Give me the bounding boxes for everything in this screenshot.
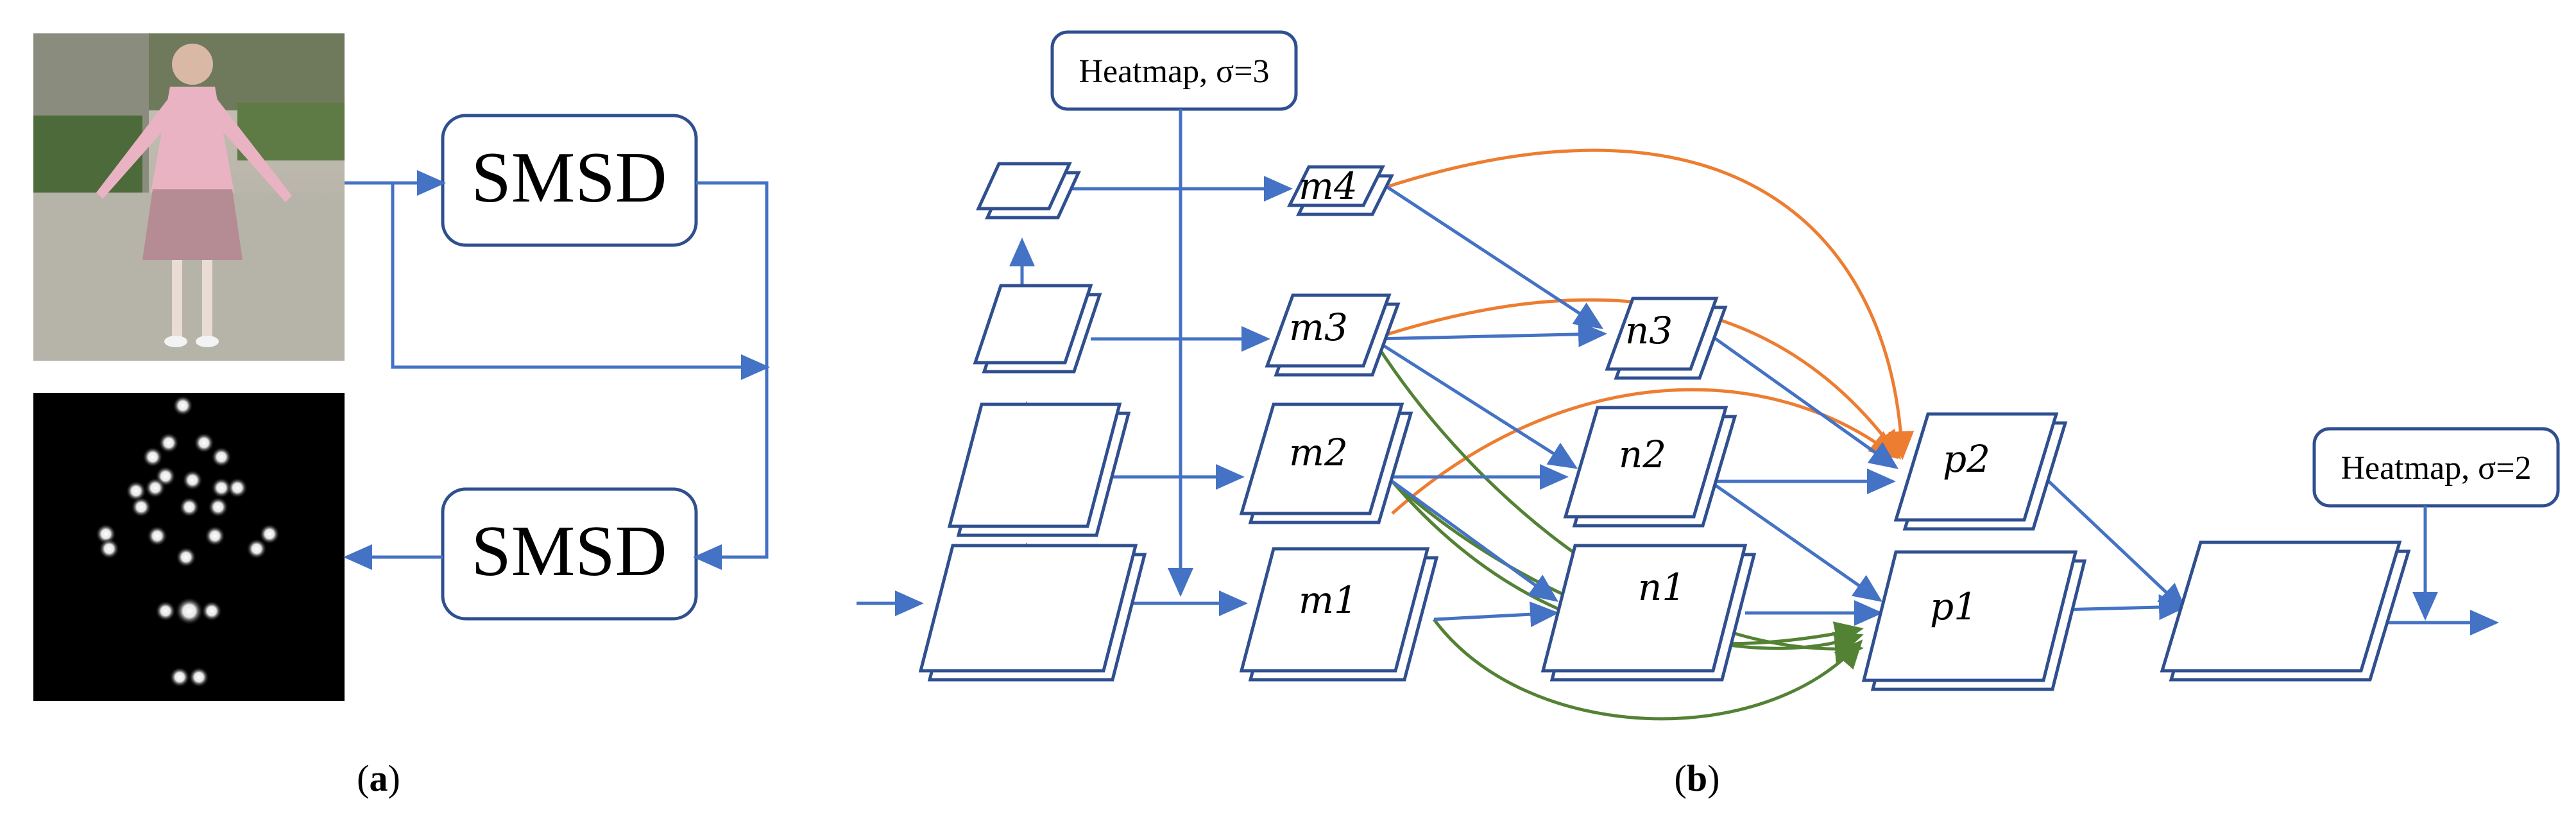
label-p2: p2 [1943, 437, 1990, 481]
heatmap-dot [194, 433, 214, 453]
smsd-block-top: SMSD [441, 114, 698, 247]
map-n2 [1563, 406, 1737, 528]
map-p1-front-layer [1861, 550, 2078, 682]
label-m3: m3 [1289, 306, 1348, 349]
label-n3: n3 [1625, 309, 1673, 352]
map-n1-front-layer [1540, 544, 1748, 673]
map-m2-front-layer [1239, 402, 1404, 515]
heatmap-dot [175, 597, 203, 625]
keypoint-heatmap [33, 393, 345, 701]
map-p2-front-layer [1893, 412, 2059, 522]
heatmap-dot [99, 539, 119, 559]
heatmap-dot [259, 524, 280, 544]
heatmap-sigma3-label: Heatmap, σ=3 [1079, 53, 1269, 90]
smsd-bottom-label: SMSD [471, 512, 667, 591]
heatmap-dot [131, 497, 151, 517]
map-enc4 [976, 162, 1081, 220]
panel-b: Heatmap, σ=3 Heatmap, σ=2 [857, 30, 2560, 799]
map-p1 [1861, 550, 2087, 691]
heatmap-dot [173, 395, 193, 416]
heatmap-sigma2-box: Heatmap, σ=2 [2312, 427, 2560, 508]
map-m1 [1239, 547, 1439, 682]
feature-maps [918, 162, 2411, 691]
map-out [2160, 540, 2411, 682]
smsd-block-bottom: SMSD [441, 487, 698, 621]
label-p1: p1 [1930, 585, 1977, 628]
heatmap-dot [147, 526, 167, 546]
map-n2-front-layer [1563, 406, 1728, 519]
map-m3 [1265, 293, 1401, 377]
map-m3-front-layer [1265, 293, 1392, 368]
map-enc3-front-layer [973, 284, 1093, 365]
heatmap-dot [189, 667, 209, 687]
heatmap-dot [142, 447, 163, 467]
map-n3 [1605, 297, 1728, 380]
heatmap-dot [227, 478, 248, 498]
heatmap-dot [205, 526, 225, 546]
heatmap-sigma3-box: Heatmap, σ=3 [1050, 30, 1298, 111]
heatmap-dots [96, 395, 280, 687]
heatmap-dot [155, 601, 176, 621]
heatmap-dot [201, 601, 222, 621]
label-m2: m2 [1289, 431, 1348, 474]
person-photo [33, 33, 345, 361]
heatmap-dot [169, 667, 190, 687]
heatmap-sigma2-label: Heatmap, σ=2 [2341, 450, 2531, 487]
map-m4 [1286, 165, 1395, 216]
map-enc1-front-layer [918, 544, 1138, 673]
smsd-top-label: SMSD [471, 138, 667, 218]
caption-b: (b) [1675, 757, 1720, 799]
map-p2 [1893, 412, 2068, 531]
caption-a: (a) [357, 757, 400, 799]
panel-a: SMSD SMSD (a) [33, 33, 770, 799]
map-n1 [1540, 544, 1757, 682]
label-m4: m4 [1299, 164, 1358, 208]
heatmap-dot [211, 447, 232, 467]
map-enc4-front-layer [976, 162, 1072, 211]
label-n2: n2 [1619, 433, 1666, 476]
map-m4-front-layer [1286, 165, 1386, 207]
heatmap-dot [182, 470, 203, 490]
map-out-front-layer [2160, 540, 2402, 673]
panel-a-connections [343, 170, 770, 570]
node-labels: m4 m3 m2 m1 n3 n2 n1 p2 p1 [1289, 164, 1990, 628]
heatmap-dot [208, 497, 228, 517]
map-enc2-front-layer [947, 402, 1122, 528]
heatmap-dot [145, 478, 166, 498]
label-m1: m1 [1299, 578, 1358, 622]
heatmap-dot [246, 539, 267, 559]
map-m2 [1239, 402, 1413, 524]
map-enc2 [947, 402, 1131, 537]
map-n3-front-layer [1605, 297, 1719, 371]
heatmap-dot [179, 497, 200, 517]
heatmap-dot [126, 481, 146, 501]
map-enc3 [973, 284, 1102, 374]
label-n1: n1 [1638, 565, 1685, 609]
heatmap-dot [158, 433, 179, 453]
map-m1-front-layer [1239, 547, 1430, 673]
heatmap-dot [211, 478, 232, 498]
map-enc1 [918, 544, 1147, 682]
heatmap-dot [176, 547, 196, 567]
